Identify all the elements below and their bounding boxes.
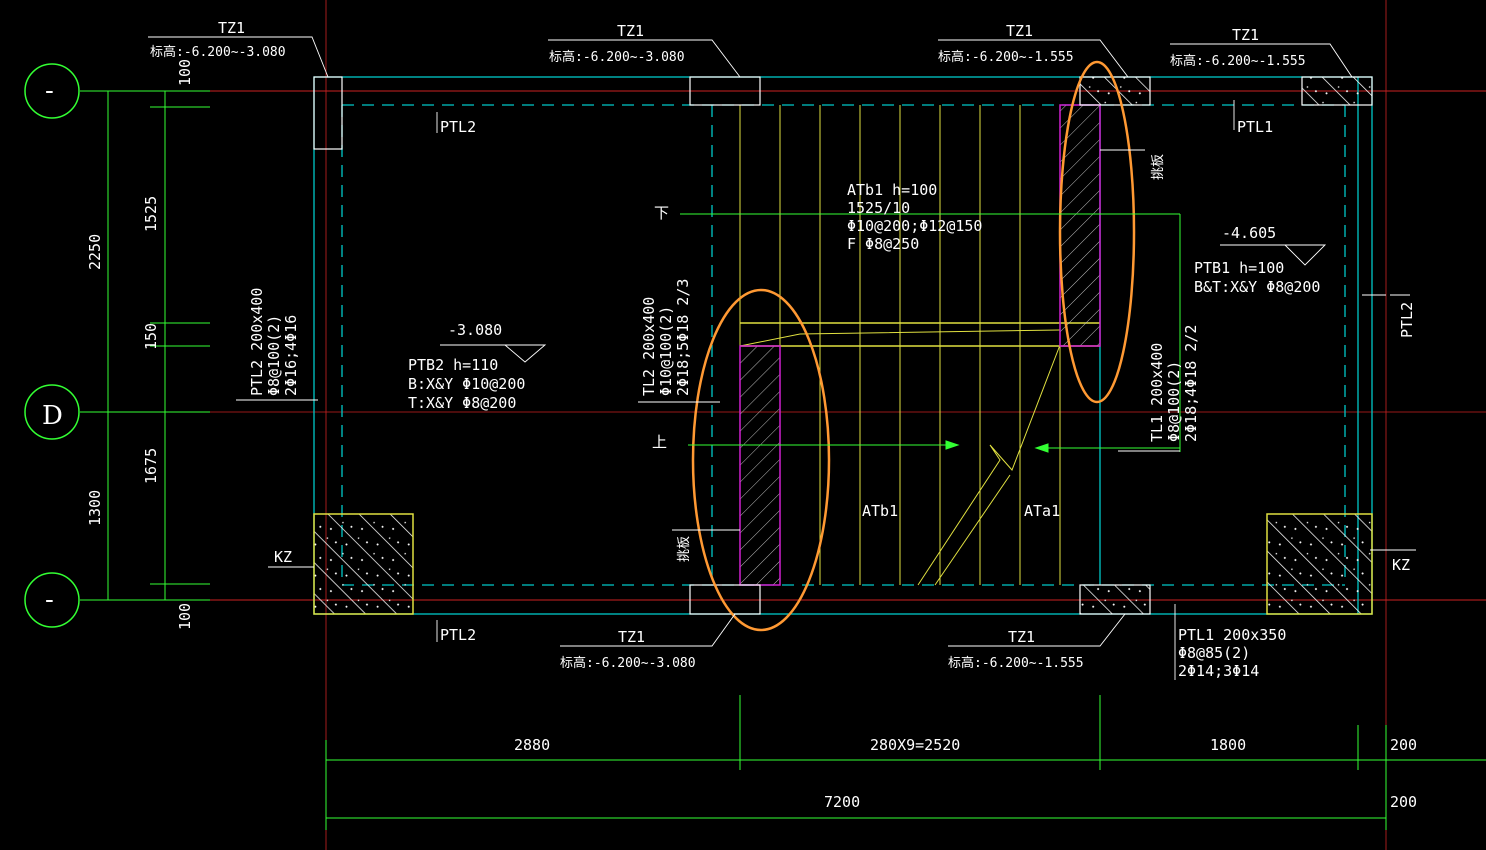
ptl2-right-label: PTL2 <box>1398 302 1416 338</box>
tz1-bl-elev: 标高:-6.200~-3.080 <box>560 655 696 671</box>
column-labels: TZ1 标高:-6.200~-3.080 TZ1 标高:-6.200~-3.08… <box>150 19 1410 671</box>
dim-left-inner-5: 100 <box>176 603 194 630</box>
ptb1-line-1: PTB1 h=100 <box>1194 259 1284 277</box>
tz1-tr1-name: TZ1 <box>1006 22 1033 40</box>
axis-labels: - D - <box>42 76 63 615</box>
highlight-ellipse-right <box>1058 60 1136 404</box>
axis-circles <box>24 63 80 628</box>
tiaoban-left-label: 挑板 <box>677 536 692 562</box>
tl2-line-2: Φ10@100(2) <box>657 306 675 396</box>
tl1-line-2: Φ8@100(2) <box>1165 361 1183 442</box>
dim-bottom-1800: 1800 <box>1210 736 1246 754</box>
tiaoban-left-hatch <box>739 345 781 586</box>
kz-right-label: KZ <box>1392 556 1410 574</box>
kz-column-right <box>1266 513 1373 615</box>
tz1-tr2-name: TZ1 <box>1232 26 1259 44</box>
ptl1-top-label: PTL1 <box>1237 118 1273 136</box>
tiaoban-right-label: 挑板 <box>1151 154 1166 180</box>
ptl2-left-line-3: 2Φ16;4Φ16 <box>282 315 300 396</box>
axis-label-bottom: - <box>45 585 54 615</box>
slab-labels: -3.080 PTB2 h=110 B:X&Y Φ10@200 T:X&Y Φ8… <box>408 154 1320 562</box>
atb1-spec-line-4: F Φ8@250 <box>847 235 919 253</box>
leaders <box>148 36 1416 680</box>
ptl2-top-label: PTL2 <box>440 118 476 136</box>
up-label: 上 <box>652 433 667 451</box>
axis-label-top: - <box>45 76 54 106</box>
tz1-tl-elev: 标高:-6.200~-3.080 <box>150 44 286 60</box>
ptl2-left-line-2: Φ8@100(2) <box>265 315 283 396</box>
dim-left-inner-1: 100 <box>176 59 194 86</box>
tz1-tc-name: TZ1 <box>617 22 644 40</box>
kz-column-left <box>313 513 414 615</box>
ptb2-line-2: B:X&Y Φ10@200 <box>408 375 525 393</box>
dim-left-inner-4: 1675 <box>142 448 160 484</box>
tz1-tc-elev: 标高:-6.200~-3.080 <box>549 49 685 65</box>
axis-label-middle: D <box>42 401 63 431</box>
dimension-labels: 2250 1300 100 1525 150 1675 100 2880 280… <box>86 59 1417 811</box>
tz1-br-name: TZ1 <box>1008 628 1035 646</box>
ptl1-bottom-line-2: Φ8@85(2) <box>1178 644 1250 662</box>
tz1-bl-name: TZ1 <box>618 628 645 646</box>
dim-bottom-200-b: 200 <box>1390 793 1417 811</box>
ptb2-line-1: PTB2 h=110 <box>408 356 498 374</box>
ptb1-line-2: B&T:X&Y Φ8@200 <box>1194 278 1320 296</box>
dim-bottom-2520: 280X9=2520 <box>870 736 960 754</box>
ptl2-left-line-1: PTL2 200x400 <box>248 288 266 396</box>
ptb1-elev: -4.605 <box>1222 224 1276 242</box>
ptl2-bottom-label: PTL2 <box>440 626 476 644</box>
highlight-ellipse-left <box>691 288 831 632</box>
walls <box>313 76 1373 615</box>
atb1-spec-line-3: Φ10@200;Φ12@150 <box>847 217 982 235</box>
dim-left-inner-3: 150 <box>142 323 160 350</box>
ata1-label: ATa1 <box>1024 502 1060 520</box>
dim-bottom-2880: 2880 <box>514 736 550 754</box>
atb1-spec-line-1: ATb1 h=100 <box>847 181 937 199</box>
tl1-line-1: TL1 200x400 <box>1148 343 1166 442</box>
ptb2-elev: -3.080 <box>448 321 502 339</box>
atb1-spec-line-2: 1525/10 <box>847 199 910 217</box>
dim-left-outer-1: 2250 <box>86 234 104 270</box>
tz-column-hatches <box>1079 76 1373 615</box>
dim-bottom-200-a: 200 <box>1390 736 1417 754</box>
tz1-br-elev: 标高:-6.200~-1.555 <box>948 655 1084 671</box>
green-lines <box>80 90 1486 830</box>
dim-left-outer-2: 1300 <box>86 490 104 526</box>
ptb2-line-3: T:X&Y Φ8@200 <box>408 394 516 412</box>
tz1-tl-name: TZ1 <box>218 19 245 37</box>
kz-left-label: KZ <box>274 548 292 566</box>
tl1-line-3: 2Φ18;4Φ18 2/2 <box>1182 325 1200 442</box>
grid-lines <box>80 0 1486 850</box>
beam-labels: PTL2 PTL1 PTL2 PTL2 PTL2 200x400 Φ8@100(… <box>248 118 1416 680</box>
atb1-label: ATb1 <box>862 502 898 520</box>
down-label: 下 <box>654 204 669 222</box>
tz1-tr2-elev: 标高:-6.200~-1.555 <box>1170 53 1306 69</box>
tl2-line-1: TL2 200x400 <box>640 297 658 396</box>
ptl1-bottom-line-1: PTL1 200x350 <box>1178 626 1286 644</box>
ptl1-bottom-line-3: 2Φ14;3Φ14 <box>1178 662 1259 680</box>
dim-bottom-7200: 7200 <box>824 793 860 811</box>
tl2-line-3: 2Φ18;5Φ18 2/3 <box>674 279 692 396</box>
dim-left-inner-2: 1525 <box>142 196 160 232</box>
tz1-tr1-elev: 标高:-6.200~-1.555 <box>938 49 1074 65</box>
